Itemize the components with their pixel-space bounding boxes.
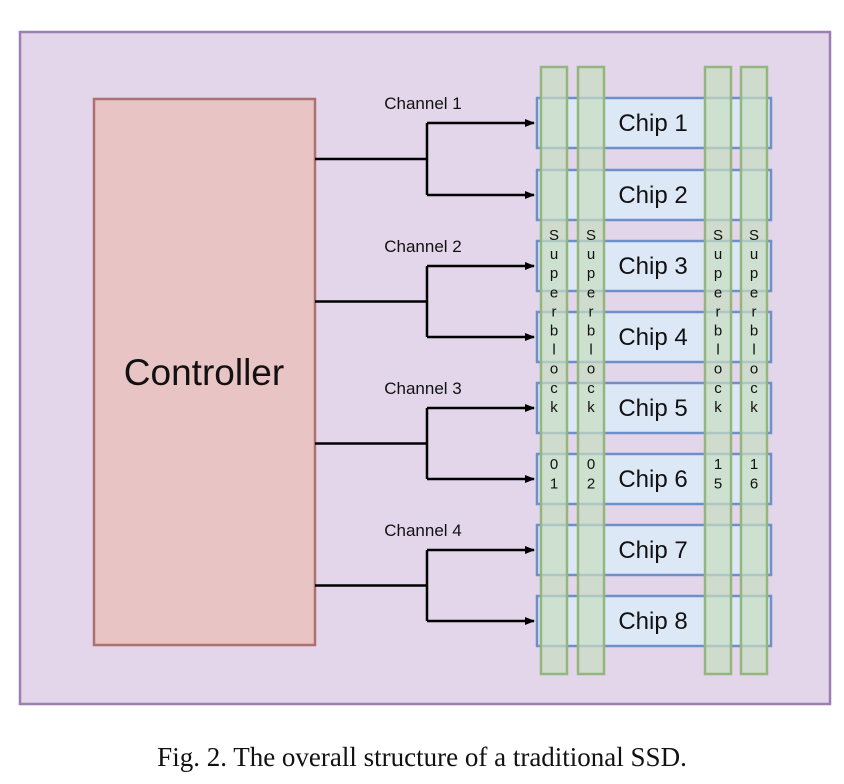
superblock-column [703,65,733,676]
chip-labels: Chip 1 Chip 2 Chip 3 Chip 4 Chip 5 Chip 6 Chip… [618,110,687,635]
channel-wires [315,119,535,625]
channel-label: Channel 1 [384,94,462,113]
chip-label: Chip 8 [618,608,687,635]
channel-label: Channel 3 [384,379,462,398]
channel-bus-line [315,550,429,621]
chip-label: Chip 2 [618,182,687,209]
figure-caption: Fig. 2. The overall structure of a tradi… [157,742,687,772]
channel-label: Channel 4 [384,521,462,540]
channel-bus-line [315,266,429,337]
channel-bus-line [315,123,429,195]
chip-label: Chip 5 [618,395,687,422]
superblock-column [576,65,606,676]
channel-labels: Channel 1 Channel 2 Channel 3 Channel 4 [384,94,462,540]
chip-label: Chip 3 [618,253,687,280]
controller-box [92,97,317,647]
chip-label: Chip 1 [618,110,687,137]
controller-label: Controller [124,352,284,393]
channel-label: Channel 2 [384,237,462,256]
superblock-column [739,65,769,676]
chip-label: Chip 6 [618,466,687,493]
channel-bus-line [315,408,429,479]
chip-label: Chip 4 [618,324,687,351]
chip-label: Chip 7 [618,537,687,564]
superblock-column [539,65,569,676]
